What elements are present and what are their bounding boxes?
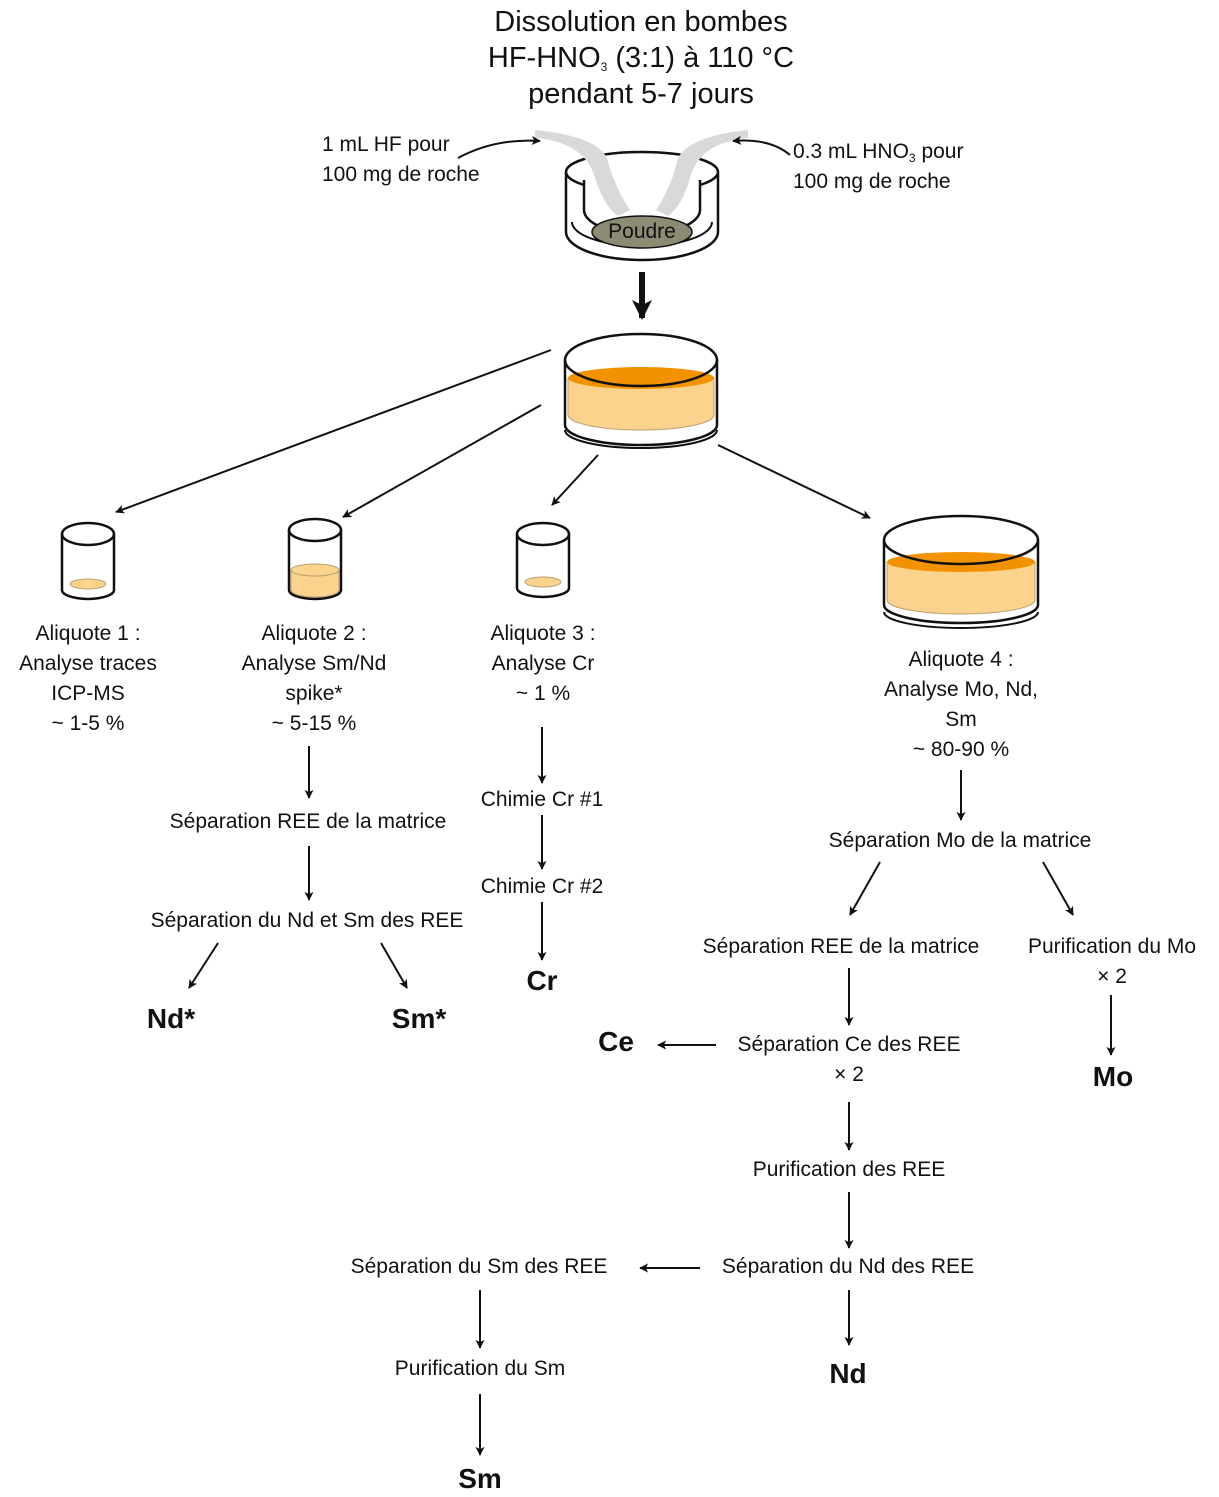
product-nd: Nd [829,1358,867,1389]
product-nd-spike: Nd* [146,1003,196,1034]
a4-arrow-mo [1042,861,1074,916]
step-chimie-cr-2: Chimie Cr #2 [480,875,604,898]
beaker-4-icon [882,514,1040,629]
a4-arrow-ree [849,861,881,916]
title-line-1: Dissolution en bombes [494,6,788,38]
product-ce: Ce [598,1026,634,1057]
a2-arrow-sm [380,942,408,989]
solution-container-icon [563,332,719,449]
step-sep-sm: Séparation du Sm des REE [350,1255,608,1278]
step-purif-mo: Purification du Mo × 2 [1027,935,1197,988]
hf-arrow [457,135,541,159]
step-sep-ce: Séparation Ce des REE × 2 [737,1033,961,1086]
product-sm: Sm [458,1463,502,1494]
dissolution-bomb-icon [535,130,748,262]
arrow-to-aliquote-2 [342,404,542,518]
hf-reagent-note: 1 mL HF pour 100 mg de roche [322,133,480,186]
product-cr: Cr [526,965,558,996]
step-sep-ree-matrice-a4: Séparation REE de la matrice [702,935,980,958]
title-line-2: HF-HNO3 (3:1) à 110 °C [487,42,795,74]
step-sep-ree-matrice-a2: Séparation REE de la matrice [169,810,447,833]
a2-arrow-nd [188,942,219,989]
powder-sample [591,215,693,249]
step-sep-nd-sm: Séparation du Nd et Sm des REE [150,909,464,932]
hno3-reagent-note: 0.3 mL HNO3 pour 100 mg de roche [793,140,964,193]
aliquote-2-label: Aliquote 2 : Analyse Sm/Nd spike* ~ 5-15… [241,622,387,735]
vial-3-icon [515,521,571,599]
aliquote-4-label: Aliquote 4 : Analyse Mo, Nd, Sm ~ 80-90 … [883,648,1039,761]
product-sm-spike: Sm* [391,1003,447,1034]
arrow-to-aliquote-3 [551,454,599,506]
step-chimie-cr-1: Chimie Cr #1 [480,788,604,811]
vial-2-icon [287,517,343,601]
hno3-vapor [656,130,748,216]
product-mo: Mo [1092,1061,1134,1092]
step-purif-sm: Purification du Sm [394,1357,566,1380]
vial-1-icon [60,521,116,601]
title-line-3: pendant 5-7 jours [528,78,754,110]
step-purif-ree: Purification des REE [752,1158,946,1181]
aliquote-1-label: Aliquote 1 : Analyse traces ICP-MS ~ 1-5… [19,622,157,735]
aliquote-3-label: Aliquote 3 : Analyse Cr ~ 1 % [490,622,596,705]
diagram-title: Dissolution en bombes HF-HNO3 (3:1) à 11… [391,4,891,112]
arrow-to-aliquote-4 [717,444,871,519]
hf-vapor [535,130,630,216]
arrow-to-aliquote-1 [115,349,552,514]
step-sep-nd: Séparation du Nd des REE [721,1255,975,1278]
hno3-arrow [732,135,791,156]
step-sep-mo-matrice: Séparation Mo de la matrice [828,829,1092,852]
powder-label: Poudre [608,220,676,243]
